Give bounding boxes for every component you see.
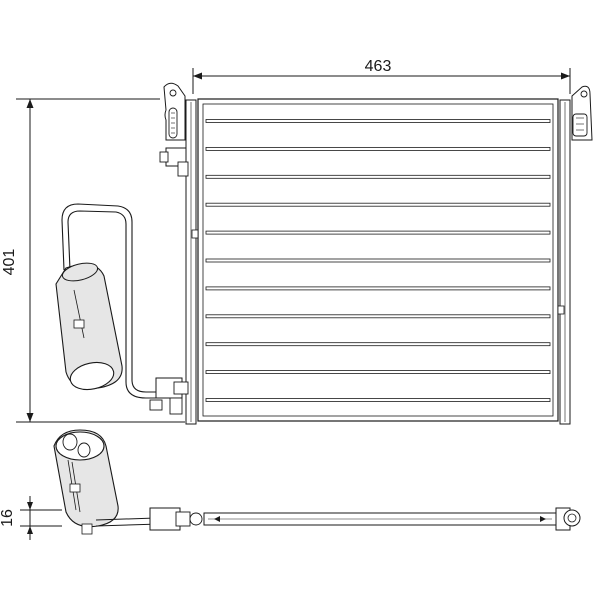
receiver-drier-front: [55, 203, 189, 415]
fin-row: [205, 119, 551, 123]
upper-inlet-fitting: [159, 147, 189, 177]
height-dimension-label: 401: [1, 249, 18, 276]
fin-row: [205, 230, 551, 235]
depth-dimension: 16: [0, 496, 62, 540]
depth-dimension-label: 16: [0, 509, 16, 527]
width-dimension: 463: [192, 58, 571, 94]
width-dimension-label: 463: [365, 58, 392, 75]
fin-row: [205, 314, 551, 319]
right-header-tank: [557, 99, 571, 425]
fin-row: [205, 342, 551, 347]
depth-arrow-bottom: [27, 526, 33, 534]
height-dimension: 401: [1, 98, 185, 423]
fin-row: [205, 370, 551, 375]
width-arrow-left: [193, 72, 202, 80]
fin-row: [205, 146, 551, 151]
fin-row: [205, 202, 551, 207]
width-arrow-right: [561, 72, 570, 80]
condenser-core: [197, 98, 559, 422]
left-header-tank: [185, 99, 199, 425]
right-mounting-bracket: [571, 85, 593, 141]
fin-rows: [205, 119, 551, 402]
fin-row: [205, 258, 551, 263]
height-arrow-bottom: [26, 413, 34, 422]
height-arrow-top: [26, 99, 34, 108]
fin-row: [205, 174, 551, 179]
fin-row: [205, 398, 551, 402]
bottom-view: [53, 429, 581, 535]
depth-arrow-top: [27, 502, 33, 510]
fin-row: [205, 286, 551, 291]
left-mounting-bracket: [163, 82, 186, 141]
